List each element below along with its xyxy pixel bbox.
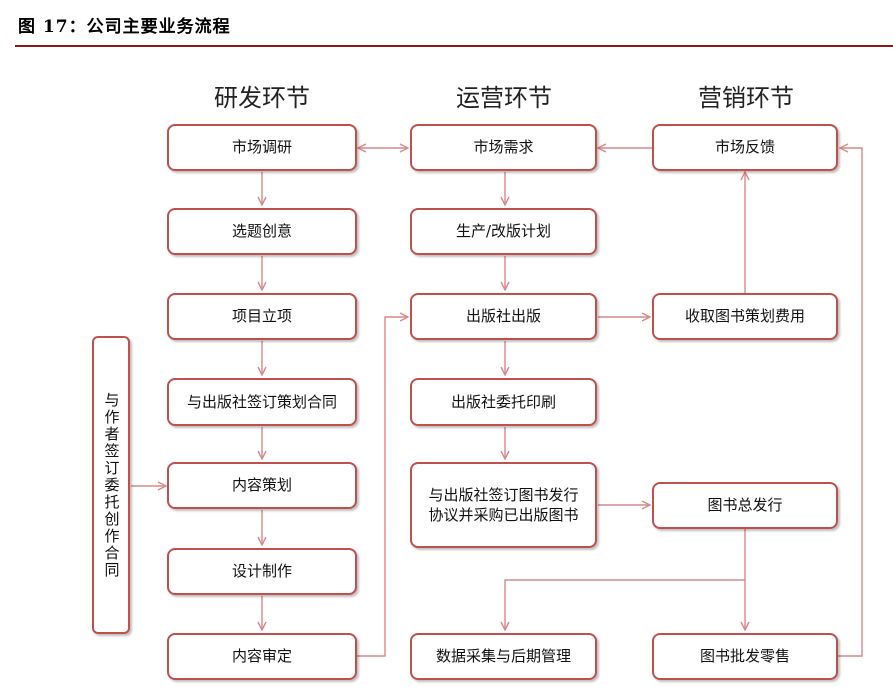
box-distribution-agreement: 与出版社签订图书发行 协议并采购已出版图书 [410, 462, 597, 548]
box-general-distribution: 图书总发行 [652, 482, 838, 529]
box-wholesale-retail: 图书批发零售 [652, 633, 838, 680]
box-data-management: 数据采集与后期管理 [410, 633, 597, 680]
box-market-research: 市场调研 [167, 124, 357, 171]
arrow-review-publish [356, 317, 408, 657]
title-rule [15, 45, 893, 47]
box-planning-fee: 收取图书策划费用 [652, 293, 838, 340]
box-publisher-printing: 出版社委托印刷 [410, 378, 597, 426]
arrow-retail-feedback [838, 148, 863, 657]
box-author-contract: 与作者签订委托创作合同 [92, 336, 130, 634]
box-content-planning: 内容策划 [167, 462, 357, 509]
box-topic-ideation: 选题创意 [167, 208, 357, 255]
column-header-ops: 运营环节 [456, 84, 552, 112]
column-header-rd: 研发环节 [214, 84, 310, 112]
box-planning-contract: 与出版社签订策划合同 [167, 378, 357, 426]
box-design-production: 设计制作 [167, 548, 357, 595]
box-project-approval: 项目立项 [167, 293, 357, 340]
arrow-split-data [505, 579, 745, 630]
box-production-plan: 生产/改版计划 [410, 208, 597, 255]
column-header-mkt: 营销环节 [698, 84, 794, 112]
box-publisher-publish: 出版社出版 [410, 293, 597, 340]
box-content-review: 内容审定 [167, 633, 357, 680]
box-author-contract-label: 与作者签订委托创作合同 [102, 391, 121, 579]
figure-title: 图 17：公司主要业务流程 [18, 17, 231, 37]
box-market-demand: 市场需求 [410, 124, 597, 171]
box-market-feedback: 市场反馈 [652, 124, 838, 171]
